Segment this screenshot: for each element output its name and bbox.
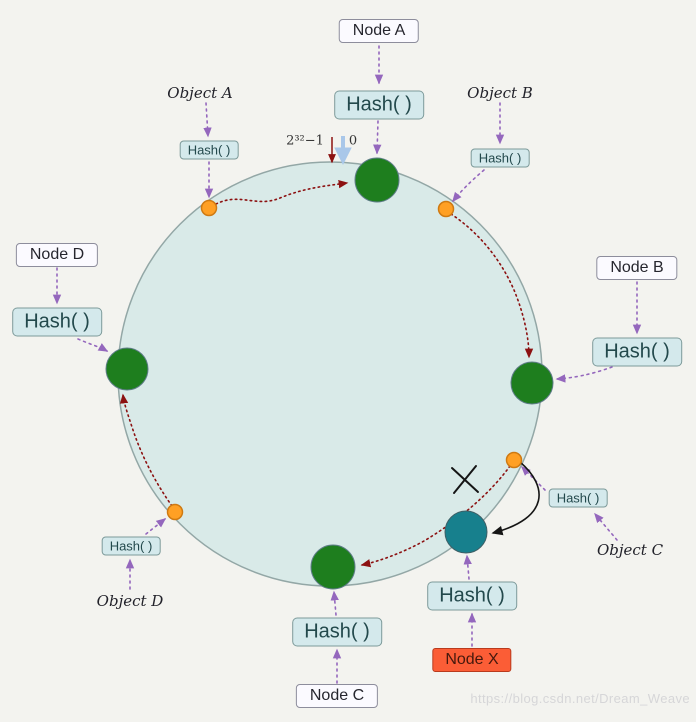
arrow-object-c-rerouted-to-node-x [491, 461, 540, 536]
node-b-label: Node B [596, 256, 678, 280]
object-d-dot [166, 503, 184, 521]
arrow-object-c-to-hash [594, 512, 618, 541]
hash-function-node-x: Hash( ) [427, 581, 517, 611]
path-object-b-to-node-b [450, 213, 534, 359]
node-d-circle [105, 347, 149, 391]
arrow-hash-to-node-d-circle [77, 338, 109, 352]
object-b-dot [437, 200, 455, 218]
hash-function-node-b: Hash( ) [592, 337, 682, 367]
hash-function-object-d: Hash( ) [101, 536, 161, 556]
path-object-c-to-node-c-crossed [360, 465, 511, 568]
node-a-label: Node A [338, 19, 420, 43]
node-x-label: Node X [432, 648, 512, 672]
node-a-circle [354, 157, 400, 203]
cross-out-x-mark [453, 465, 477, 494]
arrow-hash-to-node-x-circle [463, 554, 472, 580]
object-b-label: Object B [467, 84, 533, 102]
hash-function-node-c: Hash( ) [292, 617, 382, 647]
arrow-hash-to-node-a-circle [373, 120, 382, 155]
hash-function-object-b: Hash( ) [470, 148, 530, 168]
hash-function-node-a: Hash( ) [334, 90, 424, 120]
object-a-label: Object A [167, 84, 233, 102]
node-d-label: Node D [15, 243, 99, 267]
node-c-circle [310, 544, 356, 590]
arrow-object-a-to-hash [203, 102, 212, 138]
hash-function-object-c: Hash( ) [548, 488, 608, 508]
ring-zero-value-label: 0 [348, 133, 358, 149]
arrow-hash-to-object-d-dot [145, 518, 167, 535]
node-c-label: Node C [295, 684, 379, 708]
path-object-a-to-node-a [215, 179, 349, 205]
object-c-label: Object C [596, 541, 664, 559]
node-b-circle [510, 361, 554, 405]
arrow-hash-to-node-b-circle [555, 366, 613, 383]
hash-function-object-a: Hash( ) [179, 140, 239, 160]
ring-max-value-label: 2³²−1 [286, 133, 324, 149]
arrow-hash-to-object-c-dot [521, 466, 546, 491]
node-x-circle [444, 510, 488, 554]
arrow-hash-to-node-c-circle [330, 590, 339, 616]
object-c-dot [505, 451, 523, 469]
object-d-label: Object D [96, 592, 164, 610]
arrow-hash-to-object-b-dot [452, 169, 485, 203]
object-a-dot [200, 199, 218, 217]
hash-function-node-d: Hash( ) [12, 307, 102, 337]
watermark-url: https://blog.csdn.net/Dream_Weave [470, 691, 690, 706]
